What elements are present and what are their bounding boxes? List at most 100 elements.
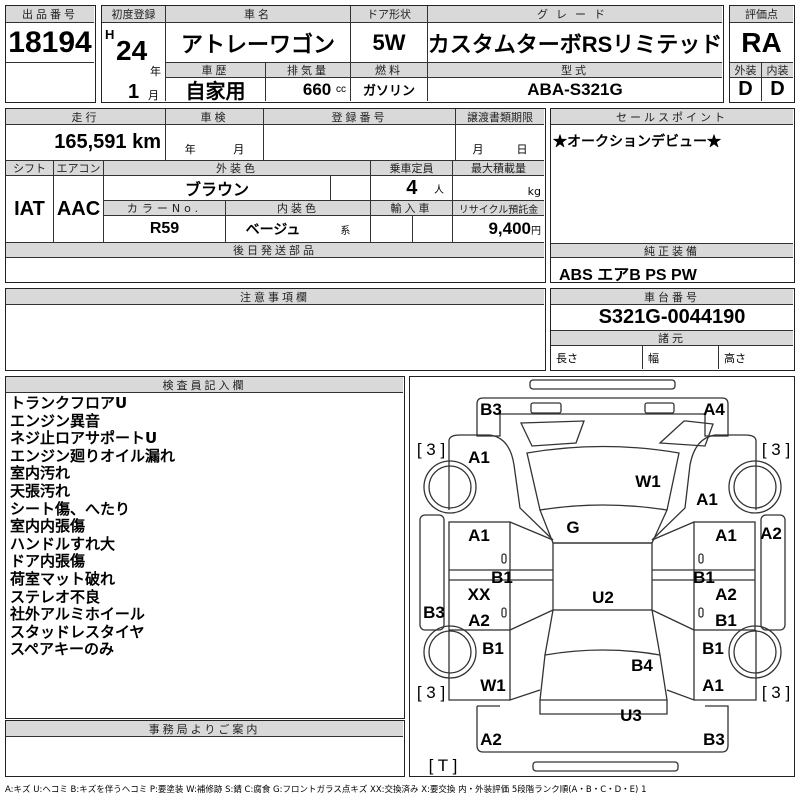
list-item: シート傷、へたり [10, 499, 131, 518]
int-color-label: 内装色 [226, 201, 371, 216]
inspection-month-unit: 月 [233, 143, 245, 156]
damage-mark: A2 [468, 611, 490, 630]
equipment: ABS エアB PS PW [559, 267, 697, 284]
color-no-label: カラーNo. [104, 201, 226, 216]
capacity-label: 乗車定員 [371, 161, 453, 176]
mileage-label: 走行 [6, 109, 166, 125]
damage-mark: W1 [635, 472, 661, 491]
ext-color-label: 外装色 [104, 161, 371, 176]
width-label: 幅 [643, 346, 719, 369]
inspection-year-unit: 年 [184, 143, 196, 156]
list-item: 室内内張傷 [10, 517, 86, 536]
capacity-unit: 人 [434, 184, 444, 196]
damage-mark: A2 [480, 730, 502, 749]
reg-month: 1 [128, 81, 140, 103]
transfer-value: 月日 [456, 125, 544, 161]
damage-mark: G [566, 518, 580, 537]
max-load-label: 最大積載量 [453, 161, 544, 176]
spare-tire-mark: [ T ] [428, 756, 458, 775]
history: 自家用 [166, 78, 266, 101]
inspection-label: 車検 [166, 109, 264, 125]
chassis-box: 車台番号 S321G-0044190 諸元 長さ 幅 高さ [550, 288, 795, 371]
sales-box: セールスポイント ★オークションデビュー★ 純正装備 ABS エアB PS PW [550, 108, 795, 284]
inspector-label: 検査員記入欄 [6, 377, 403, 393]
damage-mark: B1 [482, 639, 504, 658]
sales-point-label: セールスポイント [551, 109, 793, 125]
damage-mark: A2 [715, 585, 737, 604]
car-name: アトレーワゴン [166, 23, 351, 63]
damage-mark: A1 [468, 448, 490, 467]
damage-mark: A2 [760, 524, 782, 543]
list-item: エンジン異音 [10, 411, 101, 430]
grade-label: グレード [428, 6, 722, 23]
list-item: 室内汚れ [10, 464, 71, 483]
history-label: 車歴 [166, 63, 266, 78]
details-box: 走行 車検 登録番号 譲渡書類期限 165,591 km 年月 月日 シフト エ… [5, 108, 546, 283]
year-unit: 年 [150, 65, 161, 78]
damage-mark: W1 [480, 676, 506, 695]
score-value: RA [730, 23, 793, 63]
fuel: ガソリン [351, 78, 428, 101]
length-label: 長さ [551, 346, 643, 369]
transfer-day-unit: 日 [516, 143, 528, 156]
chassis-label: 車台番号 [551, 289, 793, 305]
recycle-value: 9,400 [488, 219, 531, 238]
lot-box: 出品番号 18194 [5, 5, 96, 103]
list-item: スペアキーのみ [10, 640, 114, 659]
recycle-unit: 円 [531, 225, 541, 237]
import-value-a [371, 216, 413, 243]
lot-label: 出品番号 [6, 6, 94, 23]
fuel-label: 燃料 [351, 63, 428, 78]
shift: IAT [6, 176, 54, 243]
damage-mark: A1 [702, 676, 724, 695]
list-item: 荷室マット破れ [10, 569, 116, 588]
car-outline [418, 378, 786, 772]
list-item: 天張汚れ [10, 481, 71, 500]
damage-mark: B3 [703, 730, 725, 749]
damage-mark: B1 [491, 568, 513, 587]
tire-tread-mark: [ 3 ] [416, 683, 446, 702]
list-item: スタッドレスタイヤ [10, 622, 145, 641]
score-box: 評価点 RA 外装 内装 D D [729, 5, 795, 103]
office-box: 事務局よりご案内 [5, 720, 405, 777]
ext-color: ブラウン [104, 176, 331, 201]
list-item: トランクフロアU [10, 394, 128, 412]
list-item: ステレオ不良 [10, 587, 101, 606]
damage-mark: B3 [423, 603, 445, 622]
color-no: R59 [104, 216, 226, 243]
list-item: ネジ止ロアサポートU [10, 429, 158, 448]
ext-grade: D [730, 78, 762, 101]
office-label: 事務局よりご案内 [6, 721, 403, 737]
legend: A:キズ U:ヘコミ B:キズを伴うヘコミ P:要塗装 W:補修跡 S:錆 C:… [5, 785, 647, 795]
damage-mark: B1 [693, 568, 715, 587]
transfer-label: 譲渡書類期限 [456, 109, 544, 125]
damage-mark: B1 [702, 639, 724, 658]
specs-label: 諸元 [551, 331, 793, 346]
inspection-value: 年月 [166, 125, 264, 161]
damage-mark: A4 [703, 400, 725, 419]
tire-tread-mark: [ 3 ] [416, 440, 446, 459]
list-item: 社外アルミホイール [10, 605, 145, 624]
int-color-unit: 系 [340, 225, 351, 237]
damage-mark: A1 [696, 490, 718, 509]
grade: カスタムターボRSリミテッド [428, 23, 722, 63]
vehicle-box: 初度登録 車名 ドア形状 グレード H 24 年 1 月 アトレーワゴン 5W … [101, 5, 724, 103]
reg-no-label: 登録番号 [264, 109, 456, 125]
reg-year: 24 [116, 35, 148, 66]
model-label: 型式 [428, 63, 722, 78]
ext-grade-label: 外装 [730, 63, 762, 78]
displacement: 660 cc [266, 78, 351, 101]
sales-point: ★オークションデビュー★ [553, 133, 721, 149]
list-item: エンジン廻りオイル漏れ [10, 446, 176, 465]
ext-color-extra [331, 176, 371, 201]
int-grade-label: 内装 [762, 63, 793, 78]
list-item: ドア内張傷 [10, 552, 86, 571]
damage-mark: XX [467, 585, 491, 604]
ac: AAC [54, 176, 104, 243]
tire-tread-mark: [ 3 ] [761, 440, 791, 459]
equipment-label: 純正装備 [551, 243, 793, 258]
damage-mark: B1 [715, 611, 737, 630]
int-grade: D [770, 78, 785, 100]
inspector-list: トランクフロアU エンジン異音 ネジ止ロアサポートU エンジン廻りオイル漏れ 室… [6, 394, 176, 659]
